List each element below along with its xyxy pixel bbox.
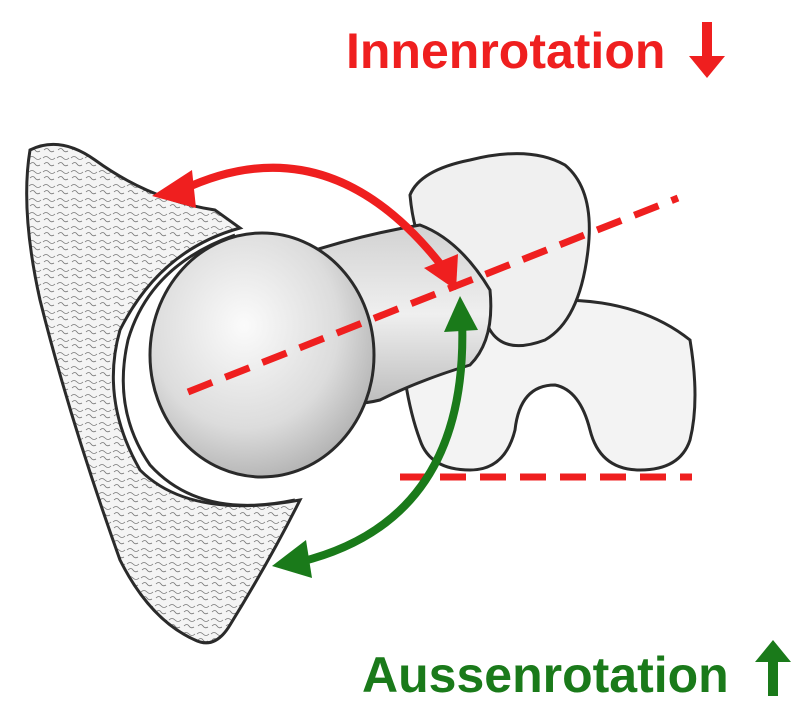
femoral-head [150,233,374,477]
external-rotation-arrowhead-bottom [272,540,312,578]
arrow-up-icon [755,640,791,696]
internal-rotation-label: Innenrotation [346,22,725,78]
arrow-down-icon [689,22,725,78]
internal-rotation-text: Innenrotation [346,23,665,79]
external-rotation-label: Aussenrotation [362,640,791,700]
external-rotation-text: Aussenrotation [362,647,729,703]
